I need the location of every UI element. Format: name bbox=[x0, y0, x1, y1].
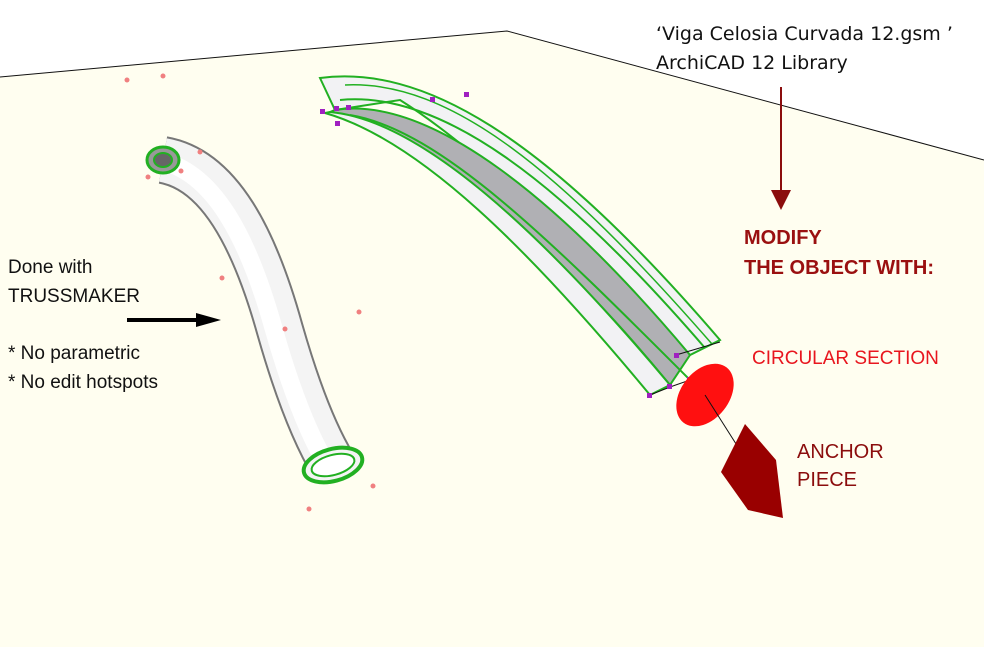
modify-line-1: MODIFY bbox=[744, 227, 822, 249]
ground-plane bbox=[0, 31, 984, 647]
modify-line-2: THE OBJECT WITH: bbox=[744, 257, 934, 279]
note-bullet-1: * No parametric bbox=[8, 343, 140, 364]
arrow-right-icon bbox=[127, 313, 221, 327]
connector-line bbox=[704, 394, 739, 448]
tube-object[interactable] bbox=[145, 136, 366, 488]
note-line-1: Done with bbox=[8, 257, 93, 278]
object-name-label: ‘Viga Celosia Curvada 12.gsm ’ bbox=[656, 23, 953, 45]
ground-plane-edge bbox=[0, 30, 984, 161]
circular-section-label: CIRCULAR SECTION bbox=[752, 348, 939, 369]
note-bullet-2: * No edit hotspots bbox=[8, 372, 158, 393]
library-label: ArchiCAD 12 Library bbox=[656, 52, 848, 74]
note-line-2: TRUSSMAKER bbox=[8, 286, 140, 307]
tube-hotspots bbox=[124, 73, 376, 512]
anchor-piece-shape[interactable] bbox=[721, 424, 783, 518]
anchor-line-2: PIECE bbox=[797, 469, 857, 491]
anchor-line-1: ANCHOR bbox=[797, 441, 884, 463]
curved-truss-beam[interactable] bbox=[318, 75, 722, 398]
edit-hotspots[interactable] bbox=[320, 92, 692, 398]
arrow-down-icon bbox=[771, 87, 791, 210]
